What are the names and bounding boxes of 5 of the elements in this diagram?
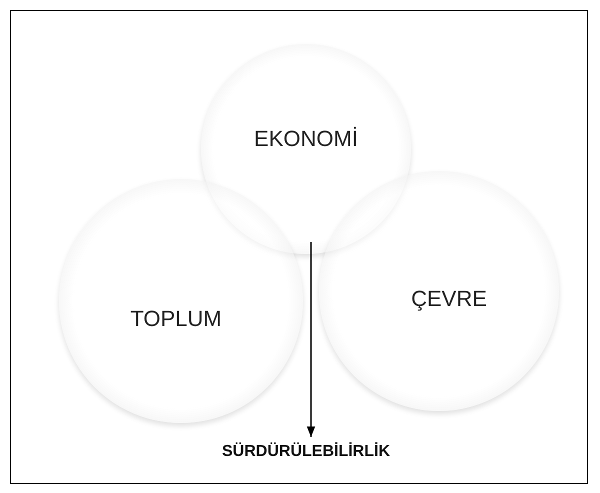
circle-label: TOPLUM: [130, 306, 222, 332]
arrow: [306, 242, 316, 437]
result-label: SÜRDÜRÜLEBİLİRLİK: [222, 443, 390, 461]
circle-label: EKONOMİ: [254, 126, 358, 152]
circle-label: ÇEVRE: [411, 286, 487, 312]
